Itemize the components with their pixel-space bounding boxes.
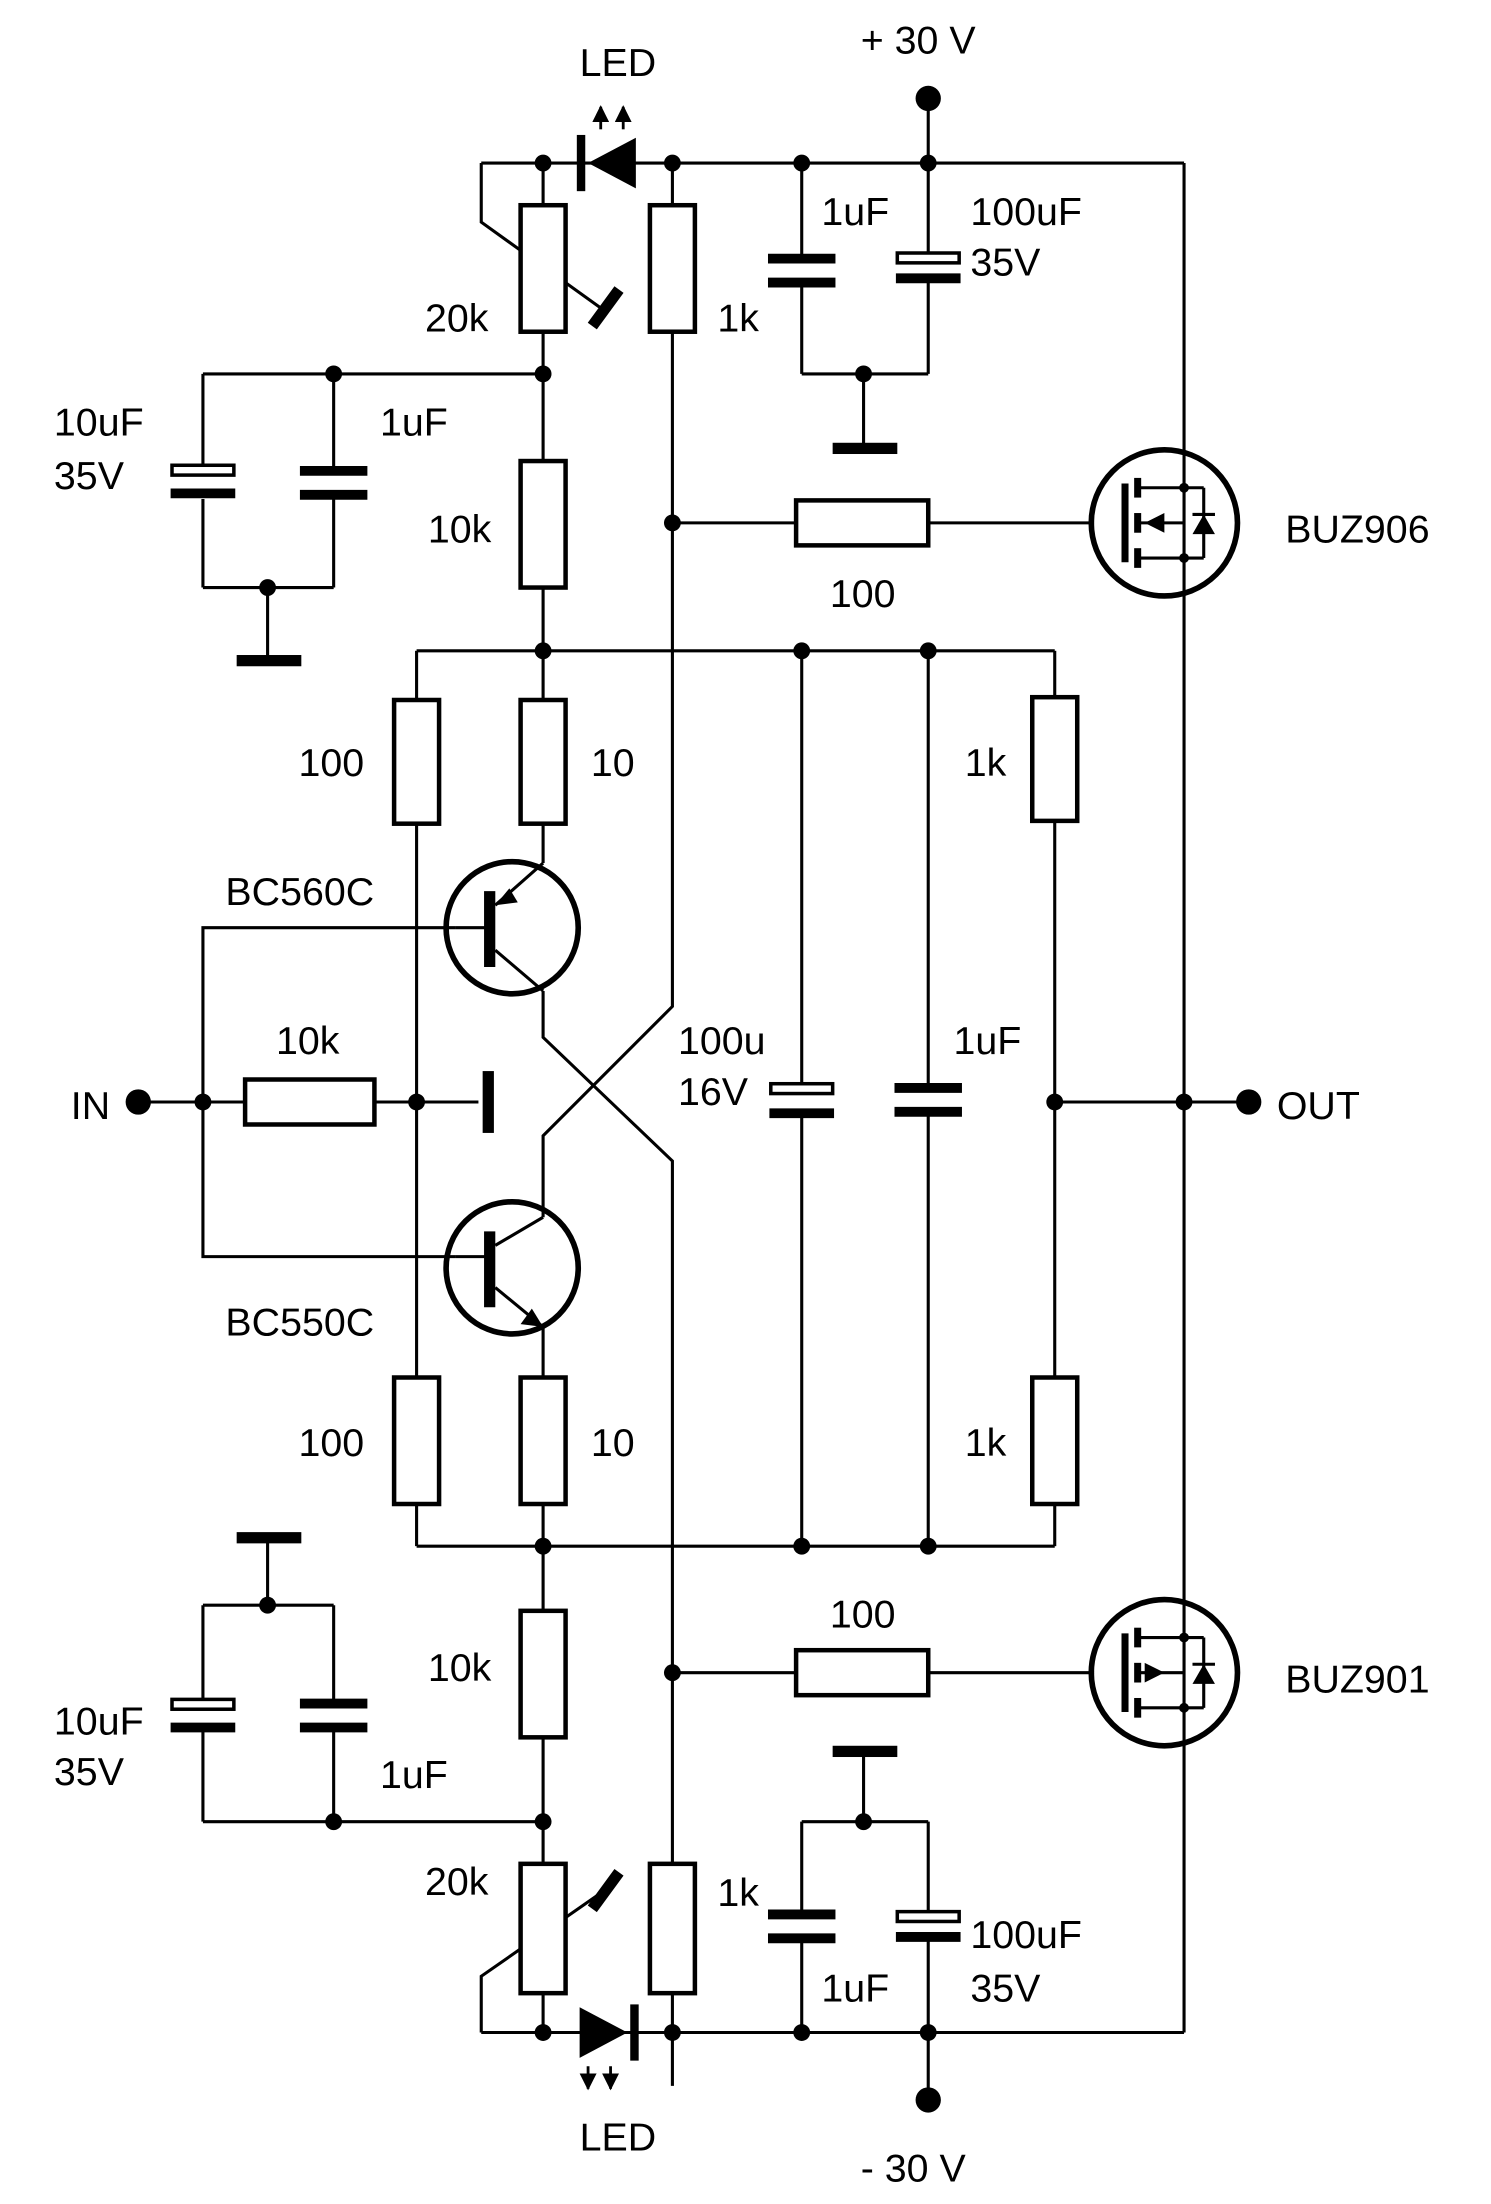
emitter-resistor-10-bottom: [518, 1375, 568, 1507]
resistor-1k-bottom: [647, 1861, 698, 1996]
feedback-resistor-1k-top: [1029, 694, 1080, 824]
terminal-positive-rail: [915, 85, 941, 112]
resistor-1k-top-label: 1k: [717, 297, 759, 341]
ground-symbol: [832, 1745, 898, 1758]
cap-100uf-bottom: [895, 1909, 961, 1942]
cap-10uf-bottom-label: 10uF: [54, 1700, 144, 1744]
cap-1uf-bottom: [767, 1909, 836, 1944]
emitter-100-top-label: 100: [299, 741, 365, 785]
transistor-bottom-label: BC550C: [225, 1300, 374, 1344]
gate-resistor-top: [793, 498, 931, 548]
terminal-input: [125, 1089, 151, 1115]
trimmer-20k-top: [518, 202, 568, 334]
cap-1uf-coupling: [894, 1083, 962, 1117]
emitter-100-bottom-label: 100: [299, 1421, 365, 1465]
input-resistor-10k: [242, 1077, 377, 1127]
transistor-bc550c: [443, 1198, 582, 1337]
cap-10uf-bottom: [170, 1697, 236, 1733]
resistor-10k-top-label: 10k: [428, 508, 492, 552]
cap-1uf-top-label: 1uF: [821, 190, 889, 234]
ground-symbols: [236, 442, 898, 1758]
transistor-top-label: BC560C: [225, 870, 374, 914]
wires: [149, 98, 1246, 2100]
gate-resistor-bottom-label: 100: [830, 1593, 896, 1637]
gate-resistor-bottom: [793, 1647, 931, 1698]
cap-100u-coupling: [769, 1081, 835, 1119]
negative-rail-label: - 30 V: [861, 2147, 967, 2191]
led-top-label: LED: [580, 41, 657, 85]
cap-1uf-left-top: [299, 465, 368, 500]
ground-symbol: [832, 442, 898, 455]
terminal-negative-rail: [915, 2087, 941, 2113]
resistor-10k-top: [518, 458, 568, 590]
resistors: [242, 202, 1080, 1996]
feedback-resistor-1k-bottom: [1029, 1375, 1080, 1507]
resistor-1k-bottom-label: 1k: [717, 1871, 759, 1915]
led-top: [576, 105, 636, 192]
capacitors: [170, 251, 962, 1944]
resistor-10k-bottom-label: 10k: [428, 1646, 492, 1690]
trimmer-20k-bottom: [518, 1861, 568, 1996]
trimmer-wiper-bottom: [587, 1868, 624, 1913]
output-label: OUT: [1277, 1084, 1360, 1128]
emitter-10-bottom-label: 10: [591, 1421, 635, 1465]
cap-1uf-left-bottom-label: 1uF: [380, 1753, 448, 1797]
transistor-bc560c: [443, 858, 582, 997]
emitter-resistor-100-top: [391, 697, 442, 826]
cap-1uf-bottom-label: 1uF: [821, 1967, 889, 2011]
junction-dots: [194, 154, 1193, 2041]
emitter-resistor-100-bottom: [391, 1375, 442, 1507]
ground-symbol: [236, 655, 302, 667]
terminals: [125, 85, 1262, 2113]
cap-100uf-top-voltage: 35V: [970, 241, 1041, 285]
cap-100uf-bottom-voltage: 35V: [970, 1967, 1041, 2011]
mosfet-buz901: [1088, 1596, 1241, 1749]
led-bottom-label: LED: [580, 2116, 657, 2160]
ground-symbol: [236, 1532, 302, 1544]
feedback-top-label: 1k: [965, 741, 1007, 785]
cap-10uf-top-voltage: 35V: [54, 454, 125, 498]
mosfet-buz906: [1088, 446, 1241, 599]
gate-resistor-top-label: 100: [830, 572, 896, 616]
terminal-output: [1236, 1089, 1262, 1115]
ground-symbol: [482, 1071, 494, 1133]
mosfet-bottom-label: BUZ901: [1285, 1657, 1429, 1701]
led-bottom: [579, 2004, 639, 2091]
cap-100u-label: 100u: [678, 1019, 766, 1063]
cap-1uf-left-bottom: [299, 1698, 368, 1733]
input-resistor-label: 10k: [276, 1019, 340, 1063]
cap-1uf-top: [767, 253, 836, 288]
resistor-10k-bottom: [518, 1608, 568, 1740]
cap-1uf-middle-label: 1uF: [954, 1019, 1022, 1063]
positive-rail-label: + 30 V: [861, 18, 977, 62]
cap-100uf-top: [895, 251, 961, 284]
input-label: IN: [71, 1084, 110, 1128]
trimmer-top-label: 20k: [425, 297, 489, 341]
cap-100uf-top-label: 100uF: [970, 190, 1082, 234]
trimmer-bottom-label: 20k: [425, 1860, 489, 1904]
labels: + 30 V - 30 V IN OUT LED 20k 1k 1uF 100u…: [54, 18, 1430, 2190]
cap-10uf-bottom-voltage: 35V: [54, 1750, 125, 1794]
cap-10uf-top-label: 10uF: [54, 401, 144, 445]
cap-100u-voltage: 16V: [678, 1070, 749, 1114]
cap-100uf-bottom-label: 100uF: [970, 1913, 1082, 1957]
cap-1uf-left-top-label: 1uF: [380, 401, 448, 445]
emitter-resistor-10-top: [518, 697, 568, 826]
resistor-1k-top: [647, 202, 698, 334]
cap-10uf-top: [170, 463, 236, 499]
feedback-bottom-label: 1k: [965, 1421, 1007, 1465]
emitter-10-top-label: 10: [591, 741, 635, 785]
trimmer-wiper-top: [587, 286, 624, 330]
mosfet-top-label: BUZ906: [1285, 508, 1429, 552]
